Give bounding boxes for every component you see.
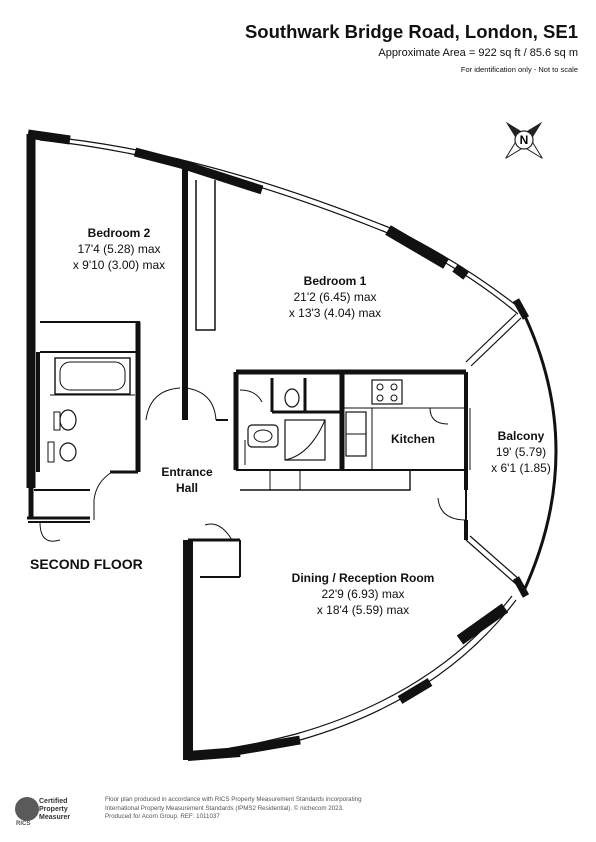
rics-wordmark: RICS bbox=[16, 821, 31, 827]
bedroom-1-name: Bedroom 1 bbox=[303, 274, 367, 288]
footer-disclaimer: Floor plan produced in accordance with R… bbox=[105, 796, 435, 822]
balcony-dim2: x 6'1 (1.85) bbox=[491, 461, 551, 475]
kitchen-label: Kitchen bbox=[380, 431, 446, 447]
rics-emblem-icon bbox=[15, 797, 39, 821]
compass-north-label: N bbox=[520, 133, 529, 147]
floor-label: SECOND FLOOR bbox=[30, 556, 143, 572]
balcony-dim1: 19' (5.79) bbox=[495, 445, 547, 459]
footer-line-1: Floor plan produced in accordance with R… bbox=[105, 796, 362, 803]
property-address-title: Southwark Bridge Road, London, SE1 bbox=[244, 21, 578, 42]
compass-icon: N bbox=[505, 121, 543, 159]
bedroom-2-name: Bedroom 2 bbox=[87, 226, 151, 240]
entrance-hall-label: Entrance Hall bbox=[150, 464, 224, 496]
footer-line-3: Produced for Acorn Group. REF: 1011037 bbox=[105, 813, 220, 820]
bedroom-2-label: Bedroom 2 17'4 (5.28) max x 9'10 (3.00) … bbox=[60, 225, 178, 273]
balcony-label: Balcony 19' (5.79) x 6'1 (1.85) bbox=[482, 428, 560, 476]
dining-reception-name: Dining / Reception Room bbox=[291, 571, 435, 585]
dining-reception-dim2: x 18'4 (5.59) max bbox=[316, 603, 410, 617]
rics-certified-text: Certified Property Measurer bbox=[39, 798, 71, 821]
rics-certified-logo: Certified Property Measurer RICS bbox=[11, 795, 101, 827]
entrance-hall-name1: Entrance bbox=[161, 465, 213, 479]
footer-line-2: International Property Measurement Stand… bbox=[105, 804, 344, 812]
dining-reception-label: Dining / Reception Room 22'9 (6.93) max … bbox=[270, 570, 456, 618]
entrance-hall-name2: Hall bbox=[175, 481, 198, 495]
bedroom-1-label: Bedroom 1 21'2 (6.45) max x 13'3 (4.04) … bbox=[270, 273, 400, 321]
approximate-area: Approximate Area = 922 sq ft / 85.6 sq m bbox=[378, 47, 578, 59]
identification-note: For identification only - Not to scale bbox=[460, 65, 578, 74]
bedroom-2-dim1: 17'4 (5.28) max bbox=[77, 242, 161, 256]
kitchen-name: Kitchen bbox=[390, 432, 435, 446]
dining-reception-dim1: 22'9 (6.93) max bbox=[321, 587, 405, 601]
bedroom-2-dim2: x 9'10 (3.00) max bbox=[72, 258, 166, 272]
bedroom-1-dim2: x 13'3 (4.04) max bbox=[288, 306, 382, 320]
bedroom-1-dim1: 21'2 (6.45) max bbox=[293, 290, 377, 304]
balcony-name: Balcony bbox=[497, 429, 545, 443]
